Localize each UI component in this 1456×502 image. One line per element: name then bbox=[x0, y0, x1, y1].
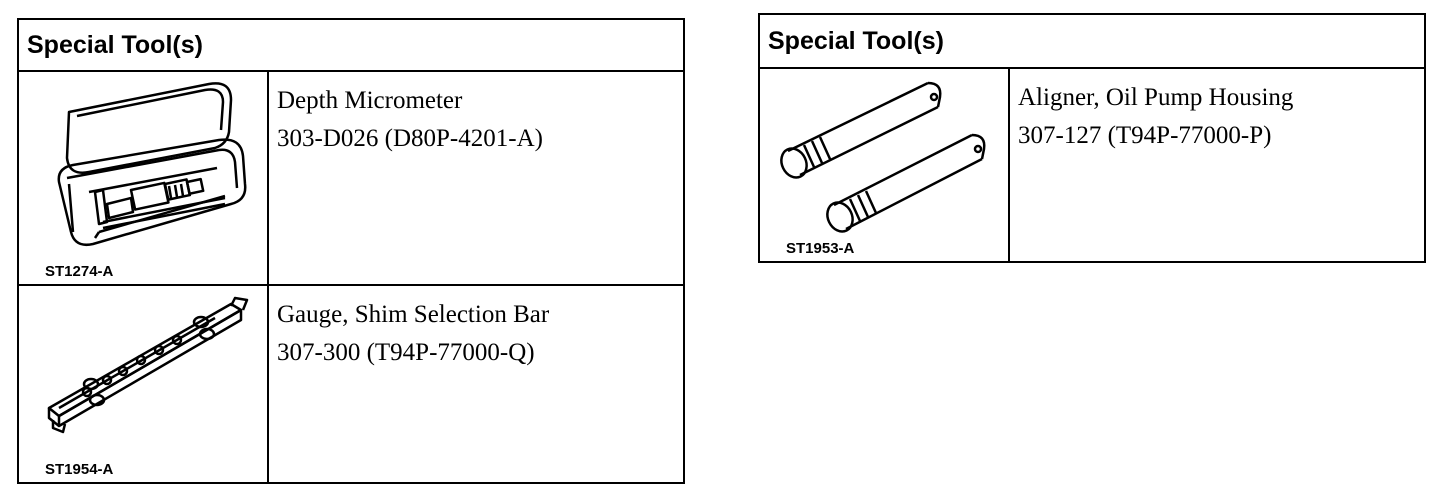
tool-name: Depth Micrometer bbox=[277, 87, 463, 114]
tool-name: Gauge, Shim Selection Bar bbox=[277, 301, 550, 328]
table-header: Special Tool(s) bbox=[758, 13, 1426, 69]
table-header: Special Tool(s) bbox=[17, 18, 685, 72]
tool-description: Depth Micrometer 303-D026 (D80P-4201-A) bbox=[267, 70, 685, 286]
tool-number: 303-D026 (D80P-4201-A) bbox=[277, 125, 543, 152]
special-tools-table-left: Special Tool(s) bbox=[17, 18, 685, 484]
special-tools-table-right: Special Tool(s) bbox=[758, 13, 1426, 263]
tool-number: 307-127 (T94P-77000-P) bbox=[1018, 122, 1272, 149]
tool-image-cell: ST1953-A bbox=[758, 67, 1010, 263]
tool-description: Gauge, Shim Selection Bar 307-300 (T94P-… bbox=[267, 284, 685, 484]
tool-code: ST1954-A bbox=[45, 461, 114, 478]
oil-pump-aligner-icon bbox=[780, 81, 986, 233]
shim-selection-bar-icon bbox=[47, 296, 249, 434]
tool-code: ST1953-A bbox=[786, 240, 855, 257]
tool-number: 307-300 (T94P-77000-Q) bbox=[277, 339, 535, 366]
tool-image-cell: ST1954-A bbox=[17, 284, 269, 484]
tool-image-cell: ST1274-A bbox=[17, 70, 269, 286]
tool-description: Aligner, Oil Pump Housing 307-127 (T94P-… bbox=[1008, 67, 1426, 263]
tool-code: ST1274-A bbox=[45, 263, 114, 280]
tool-name: Aligner, Oil Pump Housing bbox=[1018, 84, 1294, 111]
depth-micrometer-icon bbox=[57, 82, 247, 246]
